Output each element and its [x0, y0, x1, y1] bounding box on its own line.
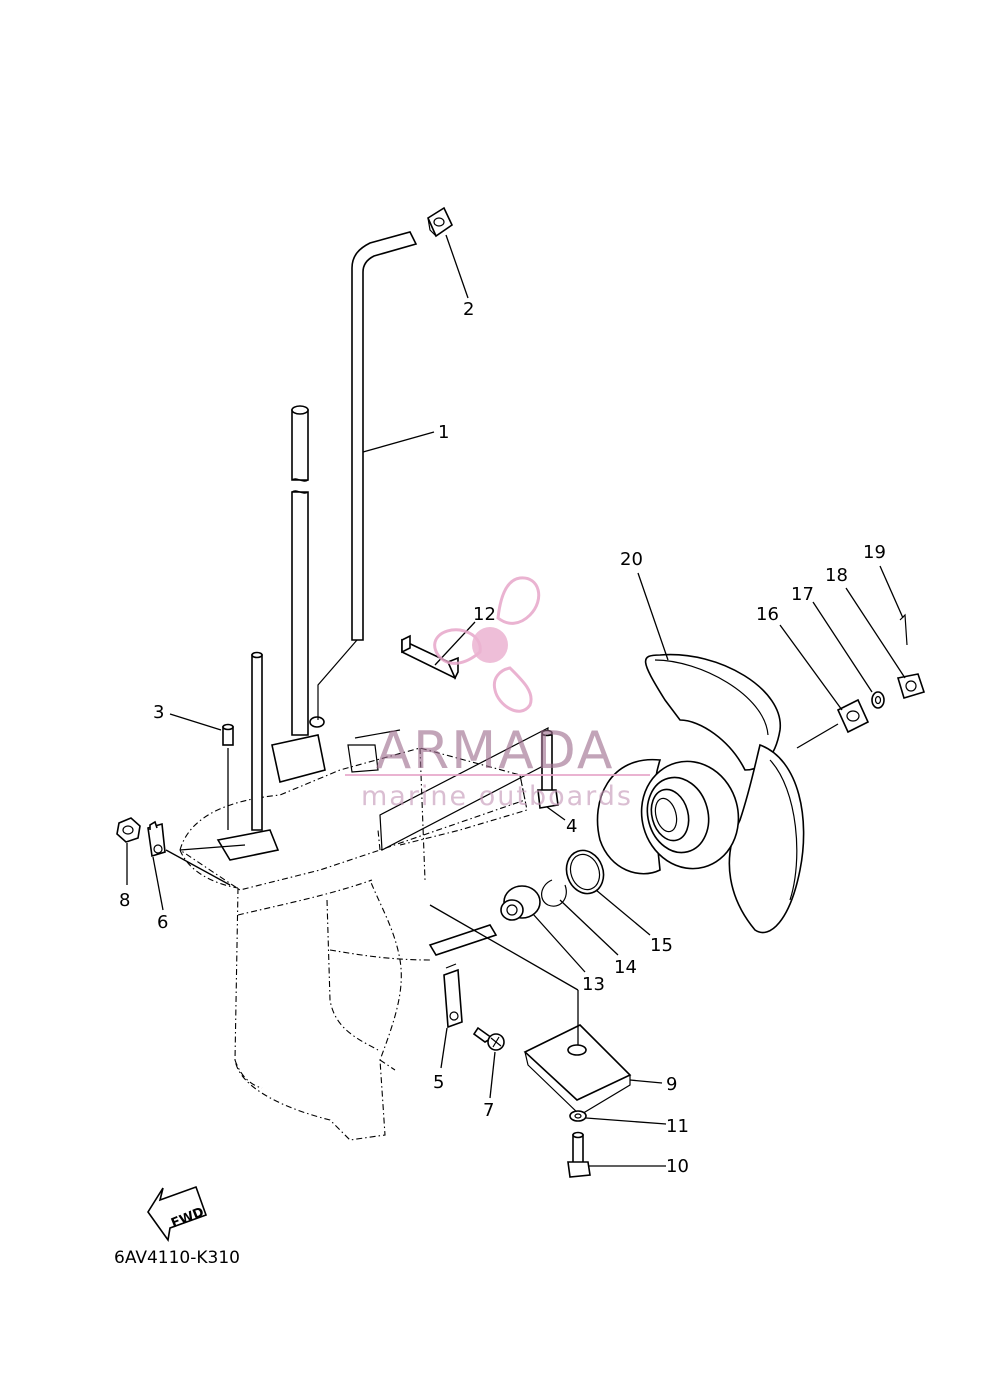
part-9-anode[interactable] — [523, 1024, 632, 1116]
part-17-washer[interactable] — [871, 691, 885, 709]
callout-2: 2 — [463, 299, 474, 320]
callout-19: 19 — [863, 542, 886, 563]
callout-15: 15 — [650, 935, 673, 956]
part-18-nut[interactable] — [896, 673, 926, 699]
callout-labels: 1 2 3 4 5 6 7 8 9 10 11 12 13 14 15 16 1… — [119, 299, 886, 1177]
callout-12: 12 — [473, 604, 496, 625]
part-3-dowel-pin[interactable] — [222, 723, 234, 746]
callout-18: 18 — [825, 565, 848, 586]
callout-7: 7 — [483, 1100, 494, 1121]
part-19-cotter-pin[interactable] — [899, 613, 908, 646]
part-6-plate[interactable] — [147, 820, 166, 858]
part-5-plate[interactable] — [443, 963, 463, 1029]
part-15-o-ring[interactable] — [561, 845, 610, 899]
part-12-seal[interactable] — [401, 634, 459, 680]
callout-20: 20 — [620, 549, 643, 570]
part-13-thrust-washer[interactable] — [428, 885, 541, 956]
callout-10: 10 — [666, 1156, 689, 1177]
part-4-bolt[interactable] — [537, 729, 559, 809]
part-1-water-tube[interactable] — [317, 231, 418, 720]
callout-16: 16 — [756, 604, 779, 625]
watermark-brand: ARMADA — [376, 721, 615, 781]
callout-14: 14 — [614, 957, 637, 978]
watermark-tagline: marine outboards — [361, 781, 633, 812]
callout-17: 17 — [791, 584, 814, 605]
forward-direction-arrow: FWD — [147, 1185, 208, 1243]
watermark-propeller-logo — [433, 576, 541, 713]
leader-lines — [126, 234, 906, 1167]
callout-11: 11 — [666, 1116, 689, 1137]
part-8-nut[interactable] — [116, 817, 141, 843]
callout-8: 8 — [119, 890, 130, 911]
part-14-circlip[interactable] — [541, 879, 567, 907]
callout-5: 5 — [433, 1072, 444, 1093]
watermark: ARMADA marine outboards — [345, 576, 650, 812]
part-20-propeller[interactable] — [596, 653, 805, 934]
callout-6: 6 — [157, 912, 168, 933]
callout-1: 1 — [438, 422, 449, 443]
callout-4: 4 — [566, 816, 577, 837]
callout-13: 13 — [582, 974, 605, 995]
part-11-washer[interactable] — [569, 1110, 587, 1122]
callout-3: 3 — [153, 702, 164, 723]
part-10-bolt[interactable] — [567, 1131, 591, 1178]
part-2-grommet[interactable] — [426, 206, 454, 238]
part-7-screw[interactable] — [472, 1026, 505, 1051]
part-16-spacer[interactable] — [836, 698, 870, 734]
diagram-code: 6AV4110-K310 — [114, 1248, 240, 1268]
callout-9: 9 — [666, 1074, 677, 1095]
drive-shaft — [216, 405, 326, 861]
